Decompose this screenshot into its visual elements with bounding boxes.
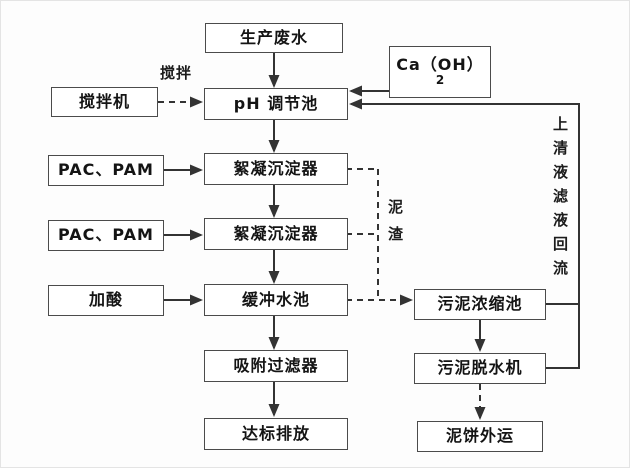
box-mixer: 搅拌机 (51, 87, 158, 117)
box-sludge-thickener: 污泥浓缩池 (414, 289, 546, 320)
box-floc-settler-2: 絮凝沉淀器 (204, 218, 348, 250)
box-production-wastewater: 生产废水 (205, 23, 343, 53)
box-ph-tank: pH 调节池 (204, 88, 348, 120)
box-discharge: 达标排放 (204, 418, 348, 450)
caoh-label-line1: Ca（OH） (396, 55, 484, 75)
box-floc-settler-1: 絮凝沉淀器 (204, 153, 348, 185)
box-pac-pam-1: PAC、PAM (48, 155, 164, 186)
box-buffer-tank: 缓冲水池 (204, 284, 348, 316)
line-return-to-ph (349, 98, 580, 369)
box-sludge-dewaterer: 污泥脱水机 (414, 353, 546, 384)
box-pac-pam-2: PAC、PAM (48, 220, 164, 251)
box-adsorption-filter: 吸附过滤器 (204, 350, 348, 382)
box-caoh: Ca（OH） 2 (389, 46, 491, 98)
box-mud-cake-out: 泥饼外运 (417, 421, 543, 452)
caoh-label-line2: 2 (435, 73, 445, 88)
label-sludge-residue: 泥渣 (386, 199, 404, 253)
label-supernatant-return: 上清液滤液回流 (551, 116, 569, 284)
label-stir: 搅拌 (160, 64, 193, 82)
box-add-acid: 加酸 (48, 285, 164, 316)
